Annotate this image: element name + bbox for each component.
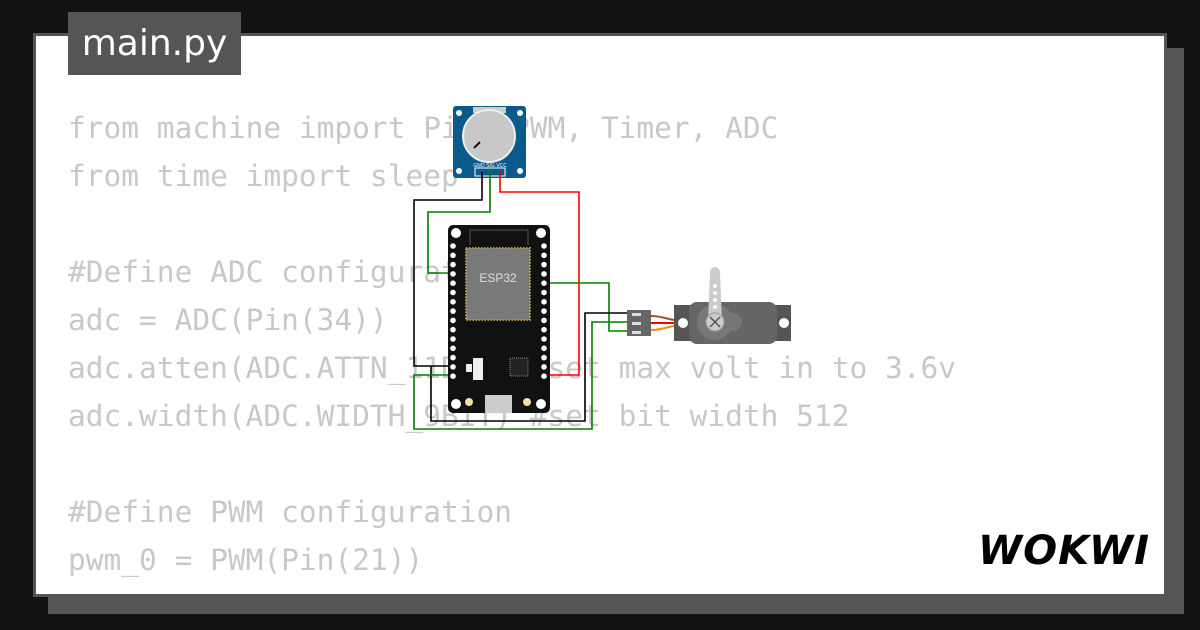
esp32-pin[interactable] [450, 271, 456, 277]
esp32-pin[interactable] [541, 289, 547, 296]
potentiometer[interactable]: GND SIG VCC [453, 106, 526, 178]
esp32-pin[interactable] [541, 345, 547, 352]
code-editor: from machine import Pin, PWM, Timer, ADC… [68, 104, 956, 594]
esp32-pin[interactable] [541, 261, 547, 268]
esp32-pin[interactable] [541, 354, 547, 361]
esp32-pin[interactable] [541, 373, 547, 380]
esp32-pin[interactable] [541, 336, 547, 342]
wire-gnd-pot [413, 172, 483, 367]
esp32-pin[interactable] [450, 261, 456, 268]
esp32-pin[interactable] [450, 345, 456, 352]
esp32-pin[interactable] [541, 317, 547, 324]
wire-servo-gnd [430, 312, 630, 422]
esp32-pin[interactable] [450, 364, 456, 370]
code-line: adc.width(ADC.WIDTH_9BIT) #set bit width… [68, 399, 850, 433]
wire-sig-pot [427, 172, 491, 274]
esp32-pin[interactable] [541, 280, 547, 287]
code-line: from time import sleep [68, 159, 459, 193]
esp32-pin[interactable] [450, 317, 456, 324]
esp32-pin[interactable] [541, 243, 547, 249]
esp32-pin[interactable] [450, 354, 456, 361]
code-line: #Define PWM configuration [68, 495, 513, 529]
esp32-label: ESP32 [479, 271, 517, 285]
code-line: pwm_0 = PWM(Pin(21)) [68, 543, 424, 577]
wokwi-logo: WOKWI [978, 528, 1151, 574]
esp32-pin[interactable] [541, 271, 547, 277]
code-line: adc = ADC(Pin(34)) [68, 303, 388, 337]
pot-knob [462, 109, 516, 163]
esp32-pin[interactable] [450, 243, 456, 249]
wire-servo-vcc [413, 321, 630, 430]
code-line: pwm_0.freq(50) [68, 584, 956, 594]
esp32-pin[interactable] [541, 326, 547, 333]
esp32-pin[interactable] [541, 308, 547, 314]
wire-servo-signal [545, 282, 630, 332]
esp32-board[interactable]: ESP32 [448, 225, 550, 413]
wire-vcc-pot [499, 172, 580, 376]
esp32-pin[interactable] [450, 308, 456, 314]
esp32-pin[interactable] [541, 364, 547, 370]
esp32-pin[interactable] [450, 299, 456, 305]
file-tab[interactable]: main.py [68, 12, 241, 75]
pot-pin-labels: GND SIG VCC [473, 163, 507, 169]
esp32-pin[interactable] [450, 252, 456, 259]
servo-motor[interactable] [627, 267, 791, 344]
code-panel: from machine import Pin, PWM, Timer, ADC… [33, 33, 1167, 597]
esp32-pin[interactable] [450, 280, 456, 287]
esp32-pin[interactable] [450, 289, 456, 296]
esp32-pin[interactable] [541, 252, 547, 259]
esp32-pin[interactable] [450, 326, 456, 333]
esp32-pin[interactable] [450, 336, 456, 342]
esp32-pin[interactable] [450, 373, 456, 380]
esp32-pin[interactable] [541, 299, 547, 305]
